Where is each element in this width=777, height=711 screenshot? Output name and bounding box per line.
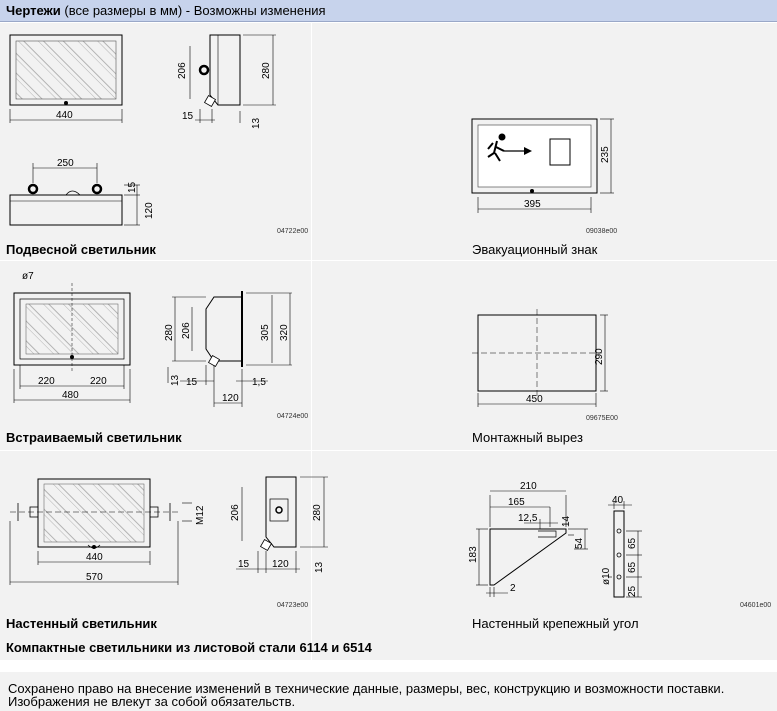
- cutout-panel: [312, 261, 777, 450]
- wall-dim-13: 13: [314, 561, 325, 573]
- wall-dim-206: 206: [230, 504, 241, 521]
- footer-line-1: Сохранено право на внесение изменений в …: [8, 681, 725, 696]
- recessed-dim-dia: ø7: [22, 271, 34, 282]
- exit-sign-drawing: 235 395: [471, 118, 614, 213]
- caption-pendant: Подвесной светильник: [6, 242, 156, 257]
- footer-line-2: Изображения не влекут за собой обязатель…: [8, 694, 296, 709]
- wall-dim-15: 15: [238, 559, 250, 570]
- wall-dim-280: 280: [312, 504, 323, 521]
- recessed-dim-220a: 220: [38, 376, 55, 387]
- caption-cutout: Монтажный вырез: [472, 430, 583, 445]
- cutout-code: 09675E00: [586, 415, 618, 422]
- recessed-code: 04724e00: [277, 413, 309, 420]
- bracket-dim-dia10: ø10: [601, 567, 612, 585]
- header-title-rest: (все размеры в мм) - Возможны изменения: [60, 3, 326, 18]
- header-title-bold: Чертежи: [6, 3, 61, 18]
- wall-dim-m12: M12: [195, 505, 206, 525]
- bracket-dim-183: 183: [468, 546, 479, 563]
- bracket-dim-12-5: 12,5: [518, 513, 538, 524]
- footer-disclaimer: Сохранено право на внесение изменений в …: [0, 672, 777, 711]
- bracket-dim-25: 25: [627, 585, 638, 597]
- bracket-dim-65a: 65: [627, 537, 638, 549]
- exit-sign-code: 09038e00: [586, 228, 618, 235]
- pendant-dim-15b: 15: [127, 181, 138, 193]
- bracket-panel: [312, 451, 777, 660]
- page-header: Чертежи (все размеры в мм) - Возможны из…: [0, 0, 777, 22]
- bracket-code: 04601e00: [740, 602, 772, 609]
- caption-recessed: Встраиваемый светильник: [6, 430, 182, 445]
- bracket-dim-40: 40: [612, 495, 624, 506]
- recessed-dim-120: 120: [222, 393, 239, 404]
- wall-dim-440: 440: [86, 552, 103, 563]
- pendant-dim-120: 120: [144, 202, 155, 219]
- cutout-drawing: 290 450: [472, 309, 608, 407]
- caption-exit-sign: Эвакуационный знак: [472, 242, 598, 257]
- exit-sign-dim-395: 395: [524, 199, 541, 210]
- caption-series: Компактные светильники из листовой стали…: [6, 640, 372, 655]
- wall-dim-570: 570: [86, 572, 103, 583]
- bracket-dim-14: 14: [561, 515, 572, 527]
- bracket-dim-65b: 65: [627, 561, 638, 573]
- pendant-dim-250: 250: [57, 158, 74, 169]
- bracket-dim-165: 165: [508, 497, 525, 508]
- pendant-code: 04722e00: [277, 228, 309, 235]
- pendant-dim-13: 13: [251, 117, 262, 129]
- recessed-dim-220b: 220: [90, 376, 107, 387]
- pendant-dim-280: 280: [261, 62, 272, 79]
- recessed-drawing: ø7 220 220 480 280 206 305 320 13 15 1,5…: [13, 271, 292, 407]
- bracket-dim-2: 2: [510, 583, 516, 594]
- caption-bracket: Настенный крепежный угол: [472, 616, 639, 631]
- pendant-dim-15: 15: [182, 111, 194, 122]
- pendant-dim-440: 440: [56, 110, 73, 121]
- recessed-dim-480: 480: [62, 390, 79, 401]
- wall-dim-120: 120: [272, 559, 289, 570]
- bracket-dim-210: 210: [520, 481, 537, 492]
- pendant-drawing: 440 206 280 15 13 250 15 120: [9, 34, 276, 226]
- pendant-dim-206: 206: [177, 62, 188, 79]
- exit-sign-dim-235: 235: [600, 146, 611, 163]
- bracket-drawing: 210 165 12,5 14 54 183 2 40 65 65 25 ø10: [468, 481, 642, 598]
- wall-drawing: M12 440 570 206 280 15 120 13: [9, 476, 328, 585]
- wall-code: 04723e00: [277, 602, 309, 609]
- recessed-dim-206: 206: [181, 322, 192, 339]
- cutout-dim-450: 450: [526, 394, 543, 405]
- recessed-dim-305: 305: [260, 324, 271, 341]
- recessed-dim-13: 13: [170, 374, 181, 386]
- cutout-dim-290: 290: [594, 348, 605, 365]
- recessed-dim-15: 15: [186, 377, 198, 388]
- recessed-dim-280: 280: [164, 324, 175, 341]
- bracket-dim-54: 54: [574, 537, 585, 549]
- recessed-dim-320: 320: [279, 324, 290, 341]
- caption-wall: Настенный светильник: [6, 616, 157, 631]
- recessed-dim-1-5: 1,5: [252, 377, 266, 388]
